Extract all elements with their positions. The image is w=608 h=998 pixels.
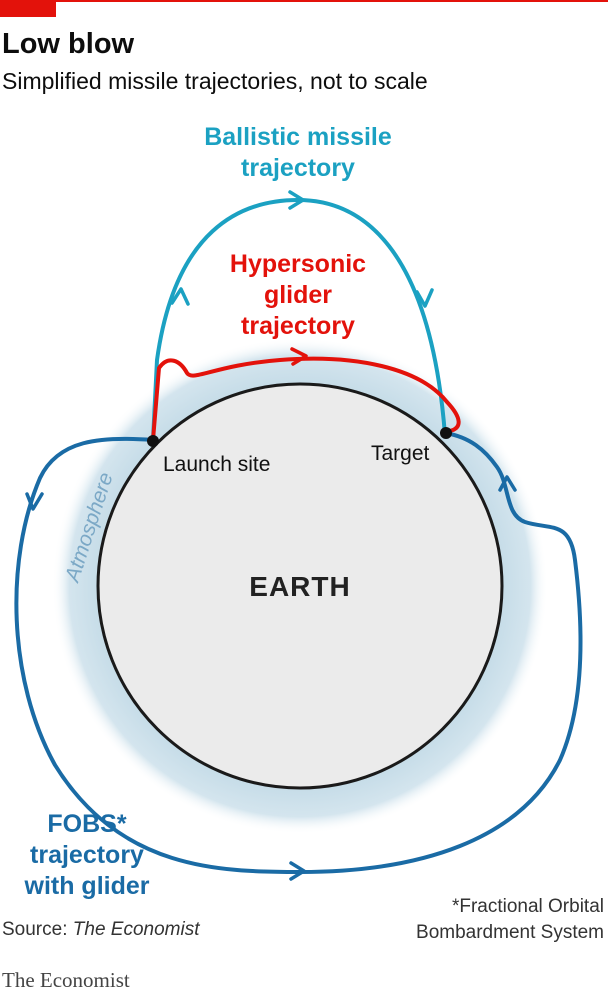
hypersonic-arrow [290,347,308,366]
ballistic-arrow-top [288,190,305,210]
chart-subtitle: Simplified missile trajectories, not to … [2,68,428,94]
launch-site-label: Launch site [163,453,270,476]
ballistic-arrow-left [170,287,190,306]
fobs-label-line1: FOBS* [47,810,126,838]
target-label: Target [371,442,430,465]
chart-title: Low blow [2,28,135,60]
fobs-arrow-bottom [289,861,306,881]
ballistic-label-line2: trajectory [241,154,355,182]
ballistic-label-line1: Ballistic missile [204,123,392,151]
top-rule [0,0,608,2]
target-marker [440,427,452,439]
fobs-arrow-right [498,475,517,492]
footnote: *Fractional Orbital Bombardment System [416,896,604,943]
launch-site-marker [147,435,159,447]
ballistic-arrow-right [415,288,434,308]
source-name: The Economist [72,919,200,940]
earth-label: EARTH [249,571,350,602]
source-prefix: Source: [2,919,73,940]
hypersonic-trajectory-path [151,356,461,442]
hypersonic-label-line3: trajectory [241,312,355,340]
publisher-logo: The Economist [2,968,130,992]
source-note: Source: The Economist [2,919,200,941]
fobs-trajectory-path [14,431,583,874]
hypersonic-label-line1: Hypersonic [230,250,366,278]
ballistic-trajectory-path [151,197,447,442]
brand-red-tag [0,0,56,17]
earth-circle [96,382,504,790]
hypersonic-label-line2: glider [264,281,332,309]
fobs-label-line3: with glider [24,872,150,900]
fobs-label-line2: trajectory [30,841,144,869]
fobs-arrow-left [25,492,44,511]
